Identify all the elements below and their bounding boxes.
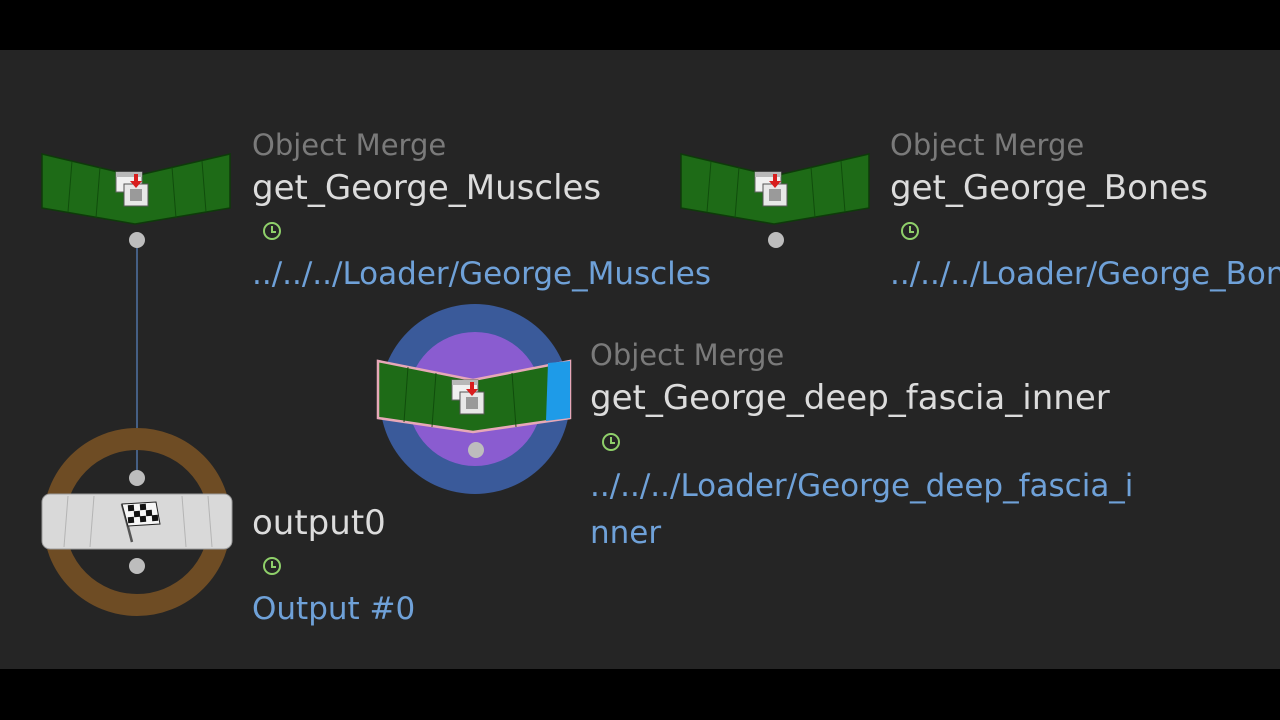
node-type-label: Object Merge <box>890 128 1085 162</box>
node-name-label[interactable]: get_George_Bones <box>890 168 1209 208</box>
output-connector[interactable] <box>129 558 145 574</box>
object-merge-icon <box>115 171 149 207</box>
node-path-label: ../../../Loader/George_Bones <box>890 256 1280 292</box>
output-connector[interactable] <box>129 232 145 248</box>
display-flag-toggle[interactable] <box>546 361 570 421</box>
node-name-label[interactable]: get_George_Muscles <box>252 168 602 208</box>
object-merge-icon <box>754 171 788 207</box>
node-type-label: Object Merge <box>252 128 447 162</box>
checkered-flag-icon <box>120 501 161 543</box>
input-connector[interactable] <box>129 470 145 486</box>
node-get-george-muscles[interactable] <box>38 148 238 248</box>
output-connector[interactable] <box>468 442 484 458</box>
node-name-label[interactable]: get_George_deep_fascia_inner <box>590 378 1110 418</box>
network-editor[interactable]: Object Merge get_George_Muscles ../../..… <box>0 50 1280 669</box>
node-path-label: ../../../Loader/George_deep_fascia_i <box>590 468 1134 504</box>
letterbox-top <box>0 0 1280 50</box>
clock-icon <box>602 433 620 451</box>
node-type-label: Object Merge <box>590 338 785 372</box>
node-path-label-continued: nner <box>590 515 662 551</box>
node-name-label[interactable]: output0 <box>252 503 386 543</box>
clock-icon <box>263 222 281 240</box>
output-connector[interactable] <box>768 232 784 248</box>
node-get-george-deep-fascia-inner[interactable] <box>370 300 580 500</box>
node-output0[interactable] <box>36 426 238 618</box>
clock-icon <box>901 222 919 240</box>
node-get-george-bones[interactable] <box>677 148 877 248</box>
letterbox-bottom <box>0 669 1280 720</box>
clock-icon <box>263 557 281 575</box>
node-path-label: ../../../Loader/George_Muscles <box>252 256 712 292</box>
node-path-label: Output #0 <box>252 591 416 627</box>
object-merge-icon <box>451 379 485 415</box>
